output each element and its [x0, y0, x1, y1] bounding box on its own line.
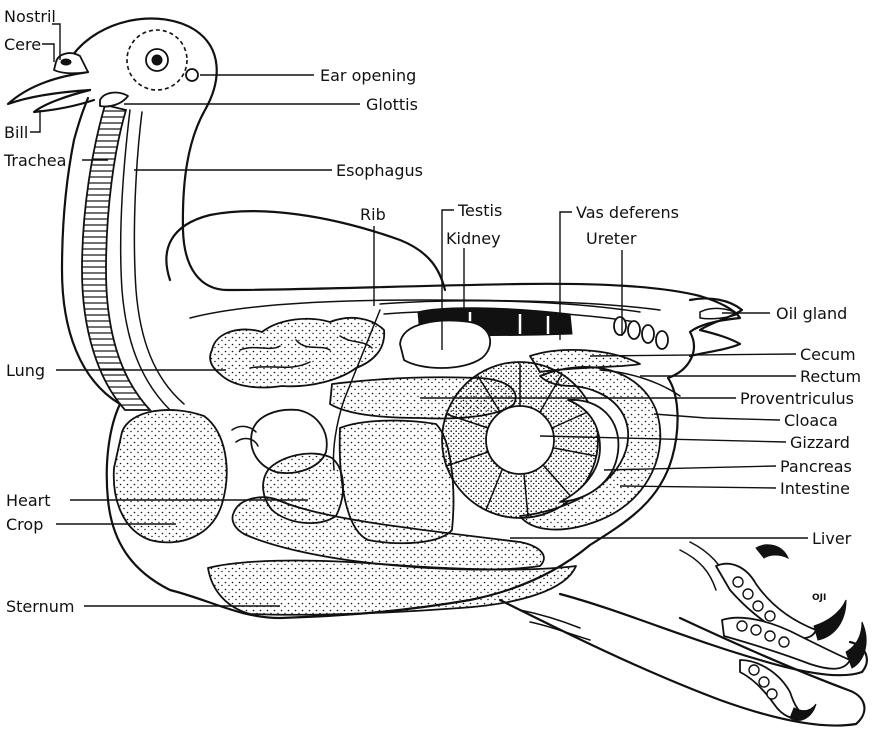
label-liver: Liver: [812, 529, 852, 548]
esophagus-line-a: [121, 110, 170, 410]
label-ear-opening: Ear opening: [320, 66, 416, 85]
label-lung: Lung: [6, 361, 45, 380]
glottis-shape: [100, 93, 128, 107]
label-oil-gland: Oil gland: [776, 304, 847, 323]
claw-2-icon: [814, 600, 846, 640]
label-rectum: Rectum: [800, 367, 861, 386]
label-trachea: Trachea: [3, 151, 66, 170]
label-cecum: Cecum: [800, 345, 856, 364]
lung-shape: [210, 318, 384, 388]
leader-cloaca: [654, 414, 780, 420]
gizzard-center: [486, 406, 554, 474]
stomach-block: [340, 421, 454, 544]
label-cere: Cere: [4, 35, 41, 54]
leader-bill: [30, 110, 40, 132]
label-esophagus: Esophagus: [336, 161, 423, 180]
label-pancreas: Pancreas: [780, 457, 852, 476]
cecum-shape: [530, 350, 640, 372]
label-gizzard: Gizzard: [790, 433, 850, 452]
label-sternum: Sternum: [6, 597, 74, 616]
ear-opening-icon: [186, 69, 198, 81]
label-rib: Rib: [360, 205, 386, 224]
label-cloaca: Cloaca: [784, 411, 838, 430]
claw-3-icon: [846, 622, 866, 668]
label-heart: Heart: [6, 491, 51, 510]
leader-cere: [42, 44, 54, 62]
esophagus-line-b: [134, 112, 184, 404]
label-vas-deferens: Vas deferens: [576, 203, 679, 222]
label-ureter: Ureter: [586, 229, 637, 248]
claw-1-icon: [756, 545, 788, 558]
testis-shape: [400, 321, 490, 368]
leader-nostril: [52, 24, 60, 60]
label-glottis: Glottis: [366, 95, 418, 114]
label-bill: Bill: [4, 123, 28, 142]
label-proventriculus: Proventriculus: [740, 389, 854, 408]
nostril-icon: [61, 59, 71, 65]
bill-upper: [8, 72, 90, 104]
leader-cecum: [590, 354, 796, 356]
label-crop: Crop: [6, 515, 43, 534]
eye-pupil: [152, 55, 162, 65]
label-nostril: Nostril: [4, 7, 56, 26]
neck-tubes: [82, 93, 184, 410]
label-kidney: Kidney: [446, 229, 501, 248]
artist-signature: OJI: [812, 593, 826, 603]
crop-shape: [114, 410, 227, 542]
wing-outline: [166, 211, 445, 290]
label-intestine: Intestine: [780, 479, 850, 498]
label-testis: Testis: [457, 201, 502, 220]
